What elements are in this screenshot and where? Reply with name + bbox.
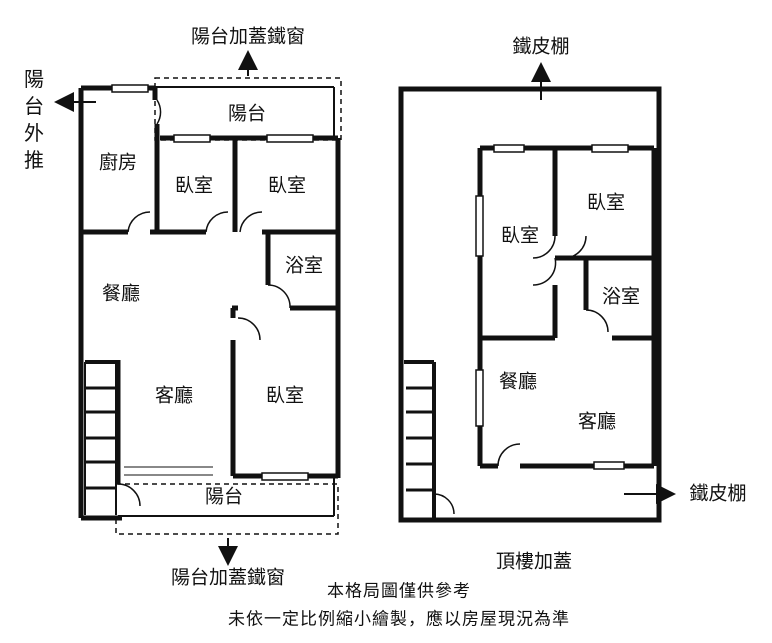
balcony-push-out-label: 陽 台 外 推 — [22, 66, 46, 174]
disclaimer-line-2: 未依一定比例縮小繪製，應以房屋現況為準 — [228, 609, 570, 630]
rooftop-dining: 餐廳 — [498, 370, 538, 393]
room-balcony-top: 陽台 — [227, 102, 267, 125]
right-plan-arrows — [531, 62, 676, 504]
balcony-push-out-char-2: 台 — [24, 94, 44, 118]
room-kitchen: 廚房 — [98, 151, 138, 174]
room-balcony-bottom: 陽台 — [204, 485, 244, 508]
rooftop-bedroom-2: 臥室 — [586, 191, 626, 214]
iron-shed-top-label: 鐵皮棚 — [512, 35, 570, 58]
balcony-push-out-char-1: 陽 — [24, 67, 44, 91]
balcony-push-out-char-4: 推 — [24, 148, 44, 172]
rooftop-addition-caption: 頂樓加蓋 — [495, 550, 573, 573]
balcony-iron-window-top-label: 陽台加蓋鐵窗 — [190, 25, 306, 48]
right-floor-plan — [398, 86, 662, 523]
rooftop-bathroom: 浴室 — [601, 285, 641, 308]
room-bedroom-2: 臥室 — [267, 174, 307, 197]
balcony-push-out-char-3: 外 — [24, 121, 44, 145]
room-bedroom-3: 臥室 — [265, 384, 305, 407]
room-bedroom-1: 臥室 — [174, 174, 214, 197]
iron-shed-side-label: 鐵皮棚 — [689, 482, 747, 505]
left-plan-arrows — [54, 50, 258, 566]
disclaimer-line-1: 本格局圖僅供參考 — [327, 581, 471, 602]
room-bathroom: 浴室 — [284, 254, 324, 277]
rooftop-living: 客廳 — [577, 410, 617, 433]
rooftop-bedroom-1: 臥室 — [500, 224, 540, 247]
room-dining: 餐廳 — [101, 282, 141, 305]
balcony-iron-window-bottom-label: 陽台加蓋鐵窗 — [170, 566, 286, 589]
left-floor-plan — [78, 77, 342, 535]
room-living: 客廳 — [154, 384, 194, 407]
